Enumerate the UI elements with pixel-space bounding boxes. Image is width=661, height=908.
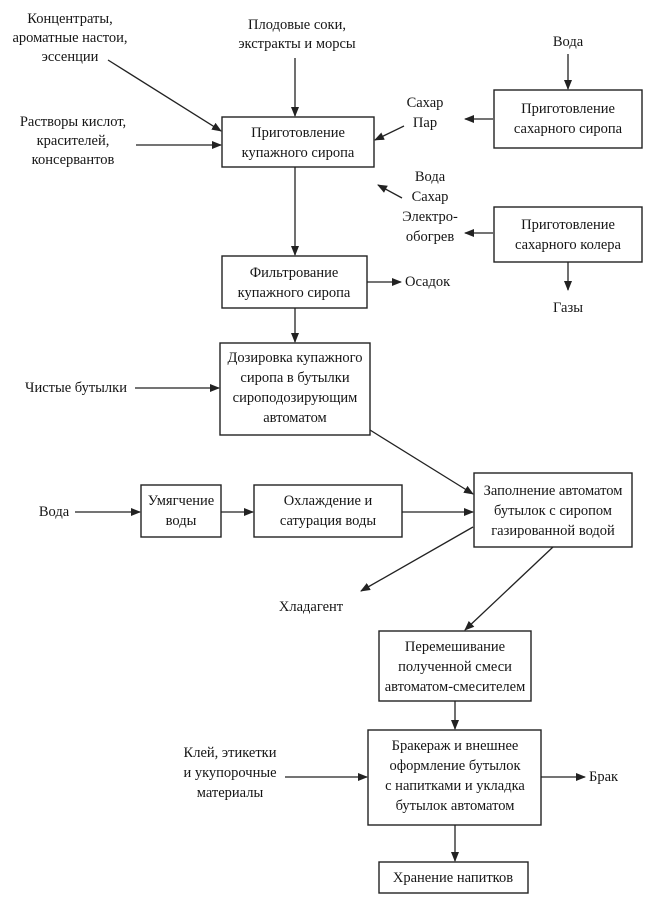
inspection-line1: Бракераж и внешнее <box>392 738 519 754</box>
svg-text:Клей, этикетки: Клей, этикетки <box>184 745 277 761</box>
dosing-line4: автоматом <box>263 410 326 426</box>
sugar-color-prep-box: Приготовление сахарного колера <box>493 206 643 263</box>
inspection-line4: бутылок автоматом <box>396 798 515 814</box>
svg-text:Сахар: Сахар <box>412 189 449 205</box>
coolant-label: Хладагент <box>279 599 344 615</box>
concentrates-label: Концентраты, ароматные настои, эссенции <box>12 11 127 65</box>
glue-label: Клей, этикетки и укупорочные материалы <box>183 745 276 801</box>
cooling-line1: Охлаждение и <box>284 493 373 509</box>
dosing-line1: Дозировка купажного <box>227 350 362 366</box>
inspection-box: Бракераж и внешнее оформление бутылок с … <box>367 729 542 826</box>
svg-text:Хладагент: Хладагент <box>279 599 344 615</box>
svg-text:и укупорочные: и укупорочные <box>183 765 276 781</box>
svg-text:Газы: Газы <box>553 300 583 316</box>
softening-line1: Умягчение <box>148 493 214 509</box>
filling-line1: Заполнение автоматом <box>484 483 623 499</box>
mixing-box: Перемешивание полученной смеси автоматом… <box>378 630 532 702</box>
svg-text:Вода: Вода <box>553 34 584 50</box>
arrow-filling-to-mixing <box>464 546 554 631</box>
svg-text:Сахар: Сахар <box>407 95 444 111</box>
svg-text:Электро-: Электро- <box>402 209 458 225</box>
inspection-line3: с напитками и укладка <box>385 778 525 794</box>
svg-text:экстракты и морсы: экстракты и морсы <box>238 36 356 52</box>
blend-prep-line2: купажного сиропа <box>242 145 355 161</box>
acids-label: Растворы кислот, красителей, консерванто… <box>20 114 126 168</box>
juices-label: Плодовые соки, экстракты и морсы <box>238 17 356 52</box>
svg-text:Осадок: Осадок <box>405 274 451 290</box>
filtration-line2: купажного сиропа <box>238 285 351 301</box>
svg-text:Брак: Брак <box>589 769 619 785</box>
svg-text:эссенции: эссенции <box>42 49 99 65</box>
dosing-line2: сиропа в бутылки <box>240 370 349 386</box>
cooling-box: Охлаждение и сатурация воды <box>253 484 403 538</box>
arrow-coolant-link <box>360 526 474 592</box>
storage-box: Хранение напитков <box>378 861 529 894</box>
svg-text:Вода: Вода <box>415 169 446 185</box>
sugar-color-prep-line1: Приготовление <box>521 217 615 233</box>
water-sugar-heat-label: Вода Сахар Электро- обогрев <box>402 169 458 245</box>
svg-text:красителей,: красителей, <box>37 133 110 149</box>
svg-text:консервантов: консервантов <box>32 152 115 168</box>
svg-text:материалы: материалы <box>197 785 264 801</box>
inspection-line2: оформление бутылок <box>389 758 521 774</box>
sugar-steam-label: Сахар Пар <box>407 95 444 131</box>
gases-label: Газы <box>553 300 583 316</box>
reject-label: Брак <box>589 769 619 785</box>
svg-text:Плодовые соки,: Плодовые соки, <box>248 17 346 33</box>
sugar-color-prep-line2: сахарного колера <box>515 237 622 253</box>
water-top-label: Вода <box>553 34 584 50</box>
sugar-syrup-prep-line2: сахарного сиропа <box>514 121 623 137</box>
blend-prep-line1: Приготовление <box>251 125 345 141</box>
softening-box: Умягчение воды <box>140 484 222 538</box>
arrow-water-sugar-to-blend <box>377 184 403 199</box>
filling-line2: бутылок с сиропом <box>494 503 612 519</box>
softening-line2: воды <box>166 513 197 529</box>
arrows <box>75 54 586 862</box>
dosing-line3: сироподозирующим <box>233 390 358 406</box>
svg-text:Концентраты,: Концентраты, <box>27 11 112 27</box>
mixing-line1: Перемешивание <box>405 639 505 655</box>
mixing-line3: автоматом-смесителем <box>385 679 526 695</box>
sugar-syrup-prep-line1: Приготовление <box>521 101 615 117</box>
arrow-sugar-steam-to-blend <box>374 125 405 141</box>
svg-text:Чистые бутылки: Чистые бутылки <box>25 380 127 396</box>
filling-box: Заполнение автоматом бутылок с сиропом г… <box>473 472 633 548</box>
cooling-line2: сатурация воды <box>280 513 377 529</box>
sediment-label: Осадок <box>405 274 451 290</box>
dosing-box: Дозировка купажного сиропа в бутылки сир… <box>219 342 371 436</box>
filling-line3: газированной водой <box>491 523 615 539</box>
blend-prep-box: Приготовление купажного сиропа <box>221 116 375 168</box>
svg-text:Вода: Вода <box>39 504 70 520</box>
svg-text:обогрев: обогрев <box>406 229 455 245</box>
sugar-syrup-prep-box: Приготовление сахарного сиропа <box>493 89 643 149</box>
water-left-label: Вода <box>39 504 70 520</box>
svg-text:ароматные настои,: ароматные настои, <box>12 30 127 46</box>
filtration-box: Фильтрование купажного сиропа <box>221 255 368 309</box>
clean-bottles-label: Чистые бутылки <box>25 380 127 396</box>
arrow-dosing-to-filling <box>369 429 474 495</box>
arrow-concentrates-to-blend <box>107 59 222 132</box>
svg-text:Пар: Пар <box>413 115 437 131</box>
storage-line1: Хранение напитков <box>393 870 513 886</box>
mixing-line2: полученной смеси <box>398 659 512 675</box>
filtration-line1: Фильтрование <box>250 265 339 281</box>
svg-text:Растворы кислот,: Растворы кислот, <box>20 114 126 130</box>
